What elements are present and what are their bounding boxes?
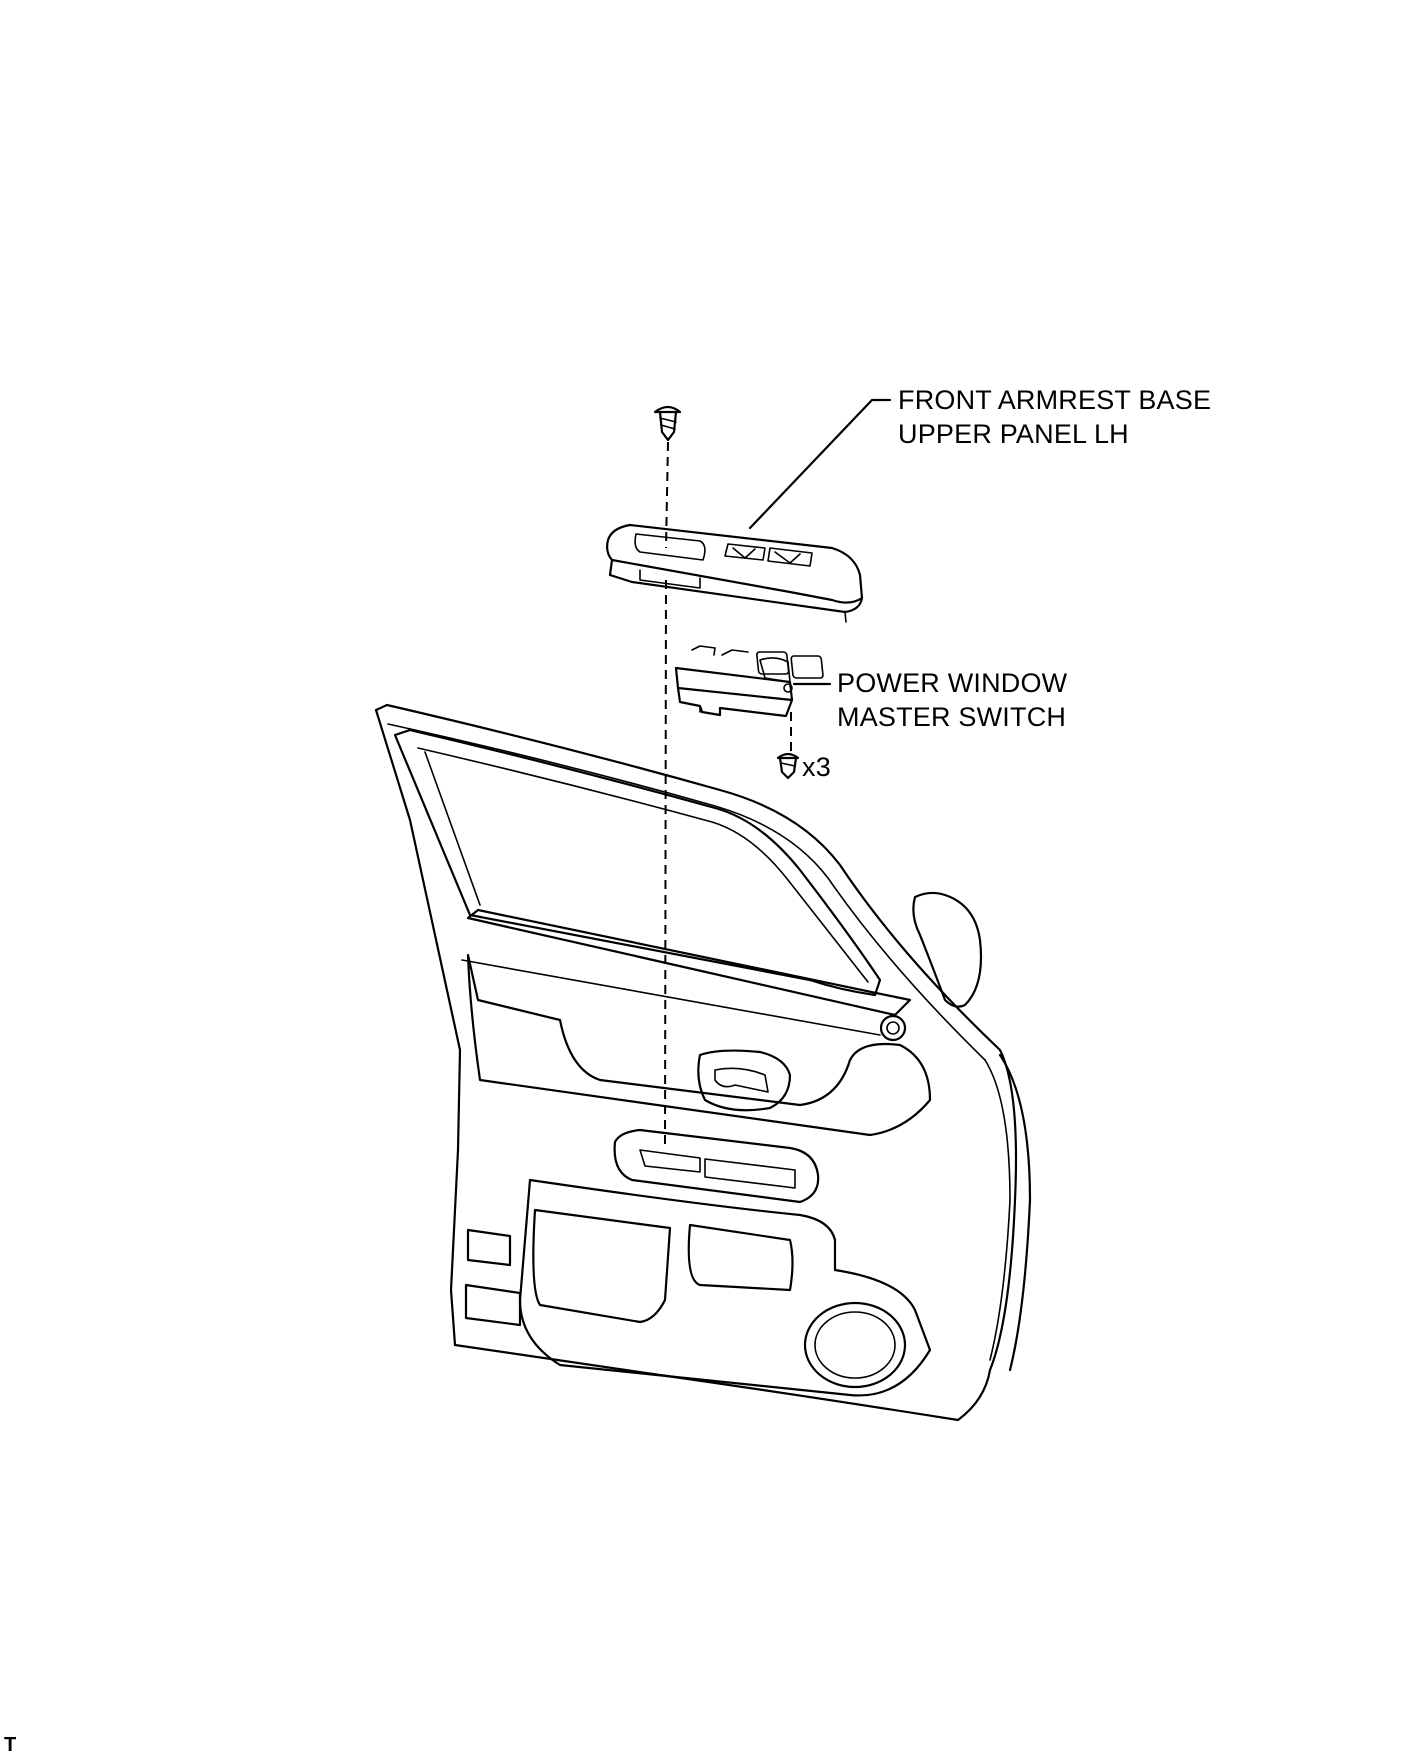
armrest-panel-label-line2: UPPER PANEL LH [898, 419, 1129, 449]
master-switch-label-line2: MASTER SWITCH [837, 702, 1067, 732]
armrest-panel-label: FRONT ARMREST BASE UPPER PANEL LH [898, 383, 1211, 451]
power-window-master-switch-illustration [674, 645, 824, 718]
armrest-base-upper-panel-illustration [606, 523, 864, 623]
front-door-trim-illustration [374, 703, 1032, 1422]
screw-lower-icon [776, 752, 800, 780]
master-switch-label: POWER WINDOW MASTER SWITCH [837, 666, 1067, 734]
screw-quantity-label: x3 [802, 752, 831, 782]
alignment-lines [664, 441, 792, 1151]
screw-upper-icon [653, 405, 682, 442]
corner-mark: T [4, 1734, 17, 1756]
leader-lines [748, 398, 892, 686]
master-switch-label-line1: POWER WINDOW [837, 668, 1068, 698]
armrest-panel-label-line1: FRONT ARMREST BASE [898, 385, 1212, 415]
